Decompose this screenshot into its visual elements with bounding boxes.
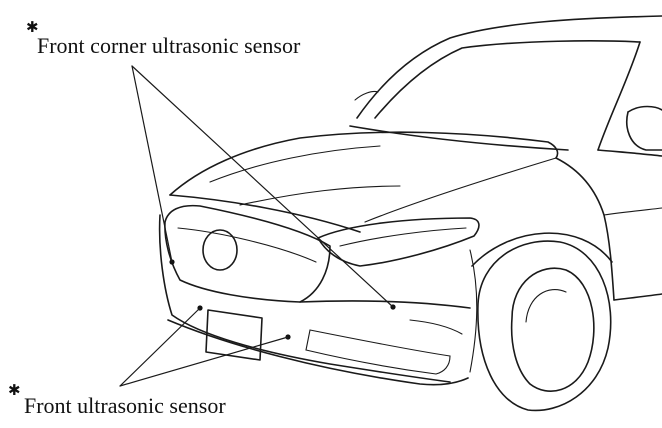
mirror — [626, 105, 662, 151]
leader-front-right — [119, 336, 289, 387]
windshield-bottom — [349, 125, 569, 151]
leader-front-left — [119, 307, 201, 387]
hood-outline — [169, 131, 559, 196]
windshield-top — [374, 40, 641, 119]
front-corner-sensor-label: Front corner ultrasonic sensor — [37, 33, 301, 58]
a-pillar — [597, 41, 641, 151]
rim-detail — [525, 289, 567, 323]
leader-corner-right — [131, 65, 394, 308]
roof-outline — [356, 15, 662, 119]
fog-area — [409, 319, 463, 335]
bumper-outline — [158, 214, 451, 383]
lower-vent — [305, 329, 451, 375]
grille-outline — [164, 204, 331, 303]
leader-corner-left — [131, 65, 173, 263]
side-body — [597, 149, 662, 157]
side-crease — [603, 207, 662, 216]
door-line — [613, 293, 662, 301]
hood-crease-left — [209, 145, 381, 183]
hood-crease-right — [364, 157, 557, 223]
hood-crease-mid — [239, 185, 401, 206]
bumper-upper — [299, 300, 471, 309]
asterisk-mark-top: ✱ — [26, 18, 39, 36]
headlight — [317, 217, 480, 267]
fender-line — [555, 157, 615, 301]
wiper-line — [354, 90, 379, 101]
tire-outer — [477, 240, 612, 412]
grille-inner — [177, 227, 317, 263]
front-sensor-label: Front ultrasonic sensor — [24, 393, 226, 418]
wheel-arch — [471, 232, 613, 267]
lower-lip — [167, 319, 469, 386]
license-plate — [205, 309, 263, 361]
tire-inner — [510, 267, 595, 392]
hood-front-edge — [169, 194, 361, 233]
bumper-side — [469, 249, 478, 373]
asterisk-mark-bottom: ✱ — [8, 381, 21, 399]
headlight-inner — [339, 227, 467, 247]
emblem — [202, 229, 238, 271]
